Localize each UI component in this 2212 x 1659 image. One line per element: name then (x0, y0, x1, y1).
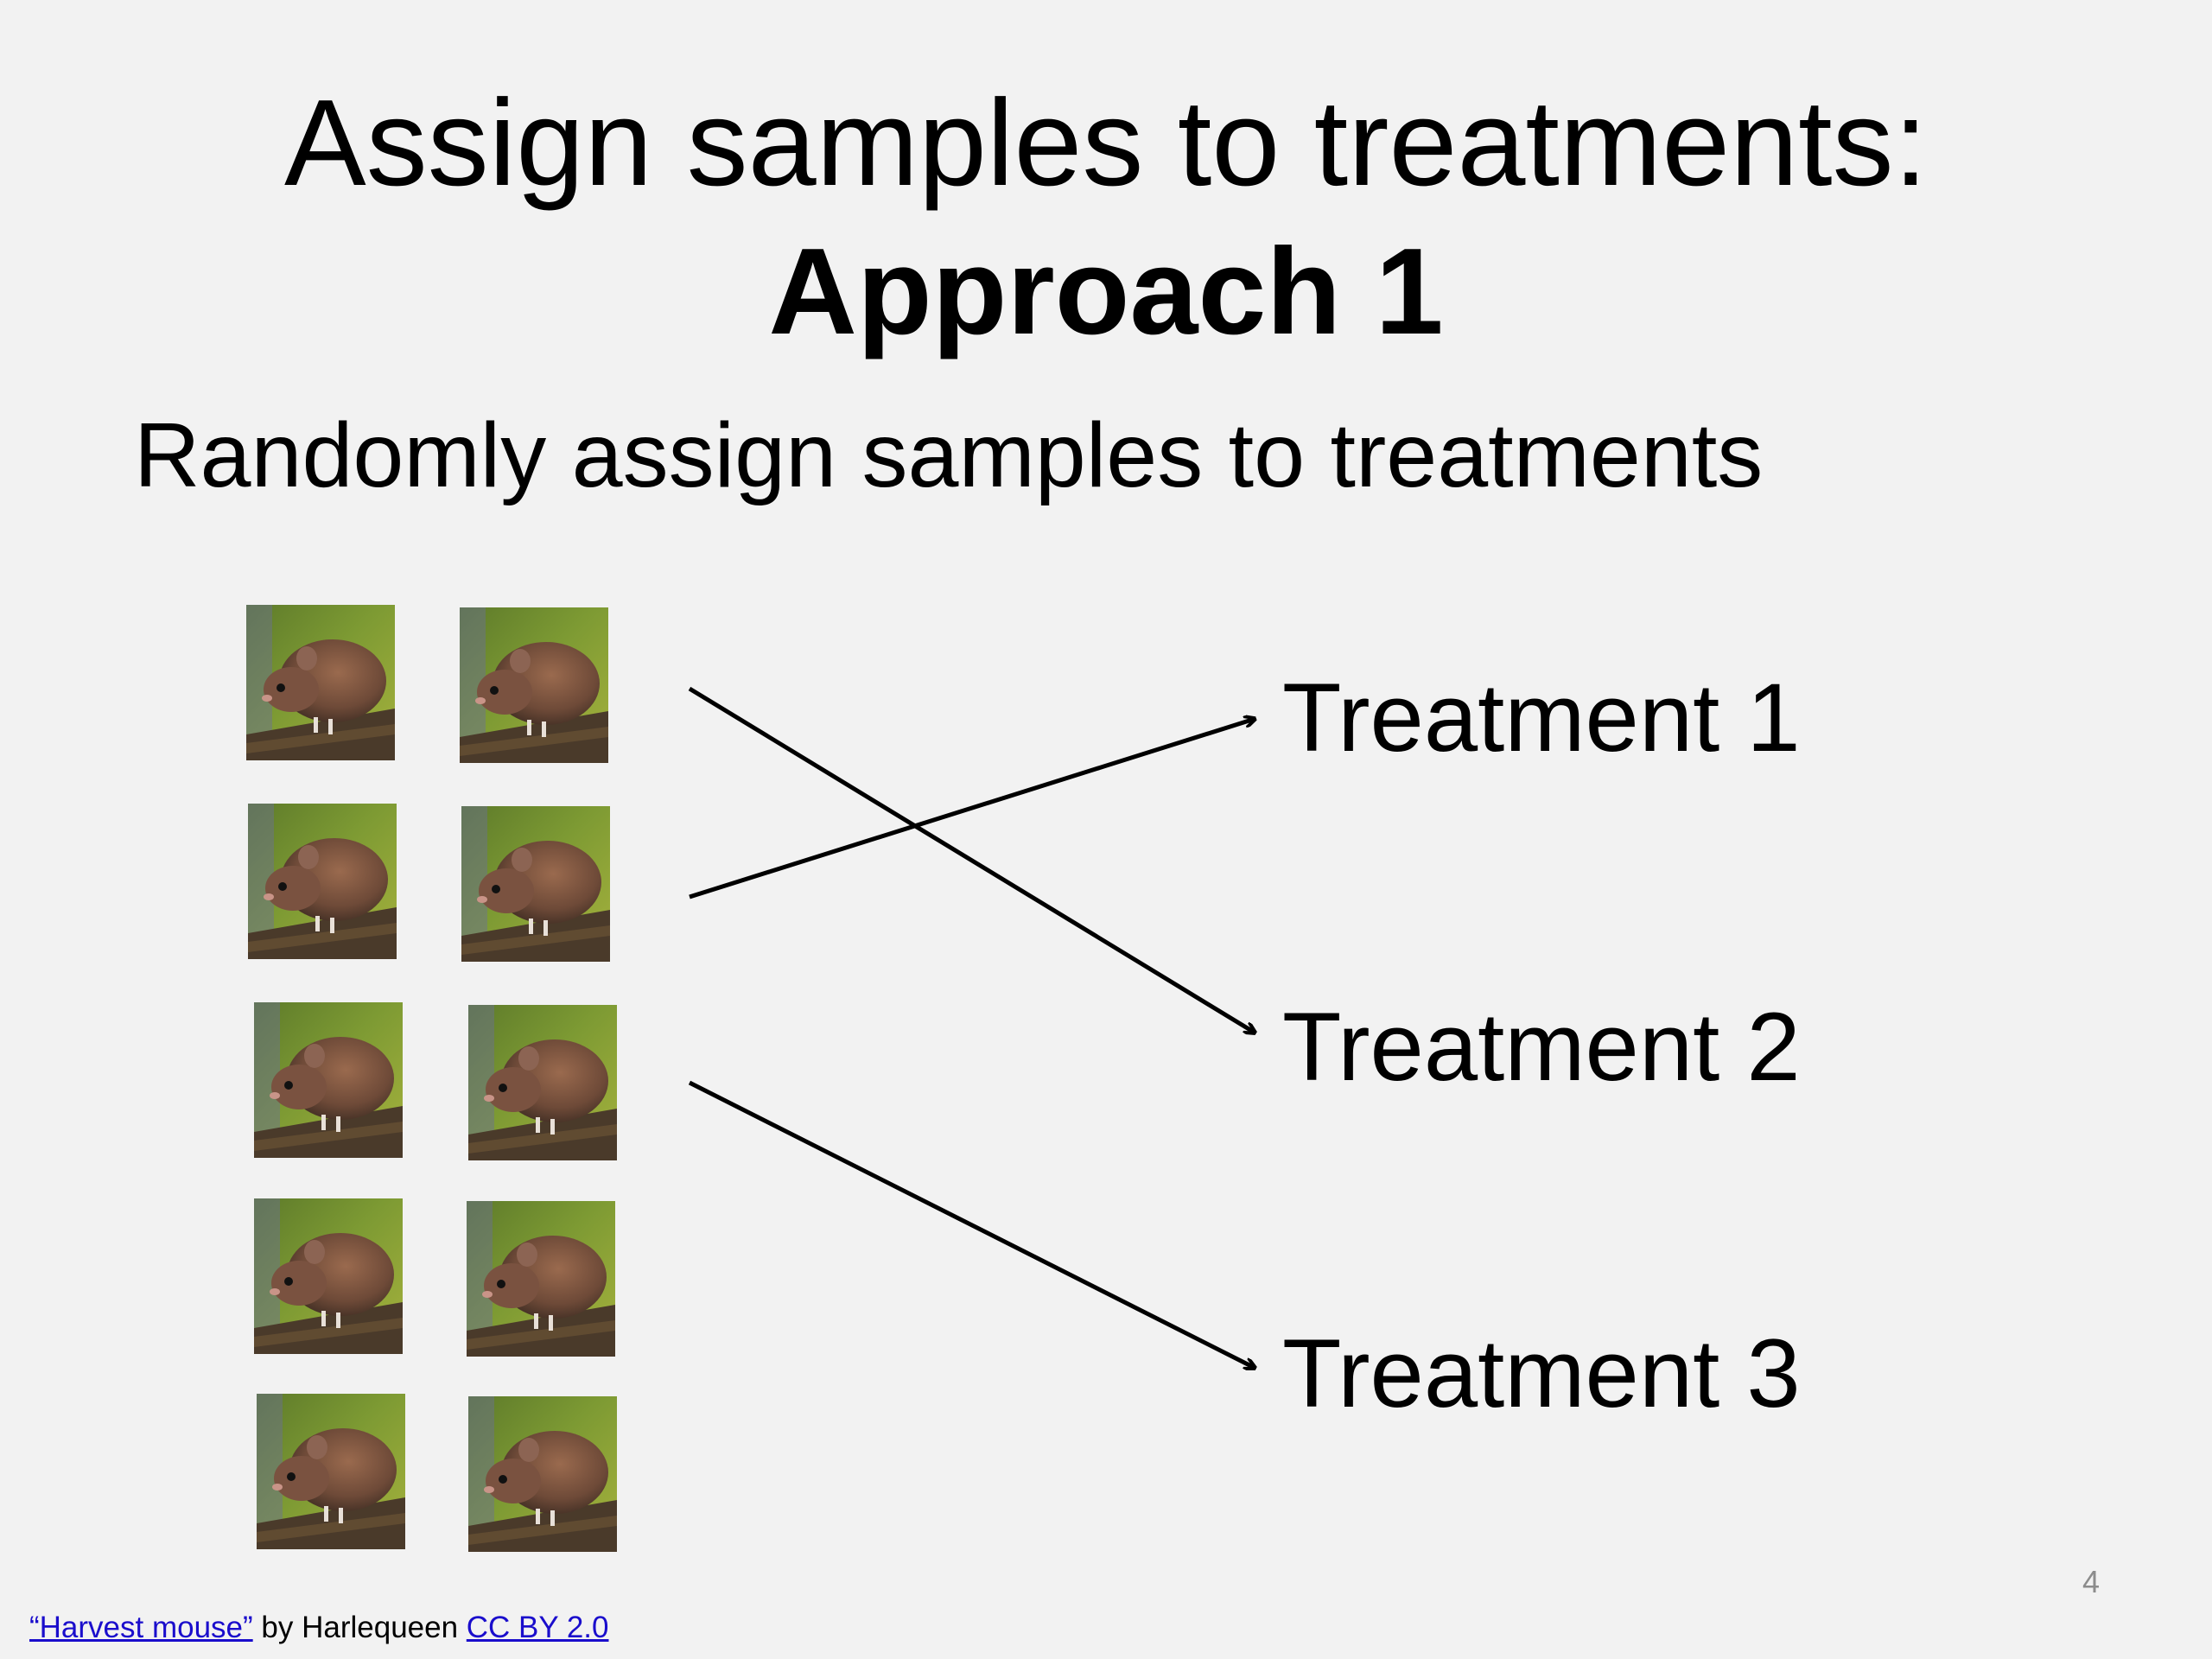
mouse-photo (468, 1005, 617, 1160)
arrow-to-treatment-3 (690, 1083, 1255, 1368)
credit-author: by Harlequeen (253, 1611, 467, 1644)
treatment-1-label: Treatment 1 (1282, 662, 1801, 774)
page-number: 4 (2056, 1564, 2126, 1600)
credit-license-link[interactable]: CC BY 2.0 (467, 1611, 609, 1644)
mouse-photo (254, 1198, 403, 1354)
title-line-2: Approach 1 (0, 218, 2212, 366)
mouse-photo (248, 804, 397, 959)
subtitle: Randomly assign samples to treatments (134, 399, 1763, 512)
mouse-photo (467, 1201, 615, 1357)
arrow-to-treatment-1 (690, 719, 1255, 897)
arrow-to-treatment-2 (690, 689, 1255, 1033)
treatment-2-label: Treatment 2 (1282, 991, 1801, 1103)
title-line-1: Assign samples to treatments: (0, 69, 2212, 218)
slide-title: Assign samples to treatments: Approach 1 (0, 69, 2212, 366)
image-credit: “Harvest mouse” by Harlequeen CC BY 2.0 (29, 1609, 609, 1647)
mouse-photo (246, 605, 395, 760)
mouse-photo (461, 806, 610, 962)
mouse-photo (254, 1002, 403, 1158)
mouse-photo (460, 607, 608, 763)
credit-title-link[interactable]: “Harvest mouse” (29, 1611, 253, 1644)
mouse-photo (468, 1396, 617, 1552)
mouse-photo (257, 1394, 405, 1549)
treatment-3-label: Treatment 3 (1282, 1318, 1801, 1430)
